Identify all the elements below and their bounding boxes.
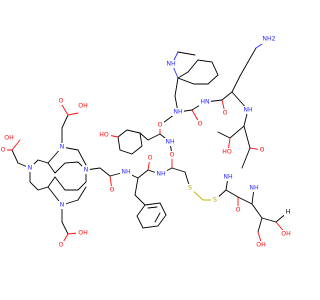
nh2-label: NH2 [262, 36, 275, 43]
ho-label: HO [222, 149, 232, 156]
n-label: N [60, 144, 65, 151]
nh-label: NH [223, 174, 233, 181]
sulfur-label: S [213, 197, 217, 204]
amide-linker [85, 167, 126, 191]
o-label: O [59, 242, 64, 249]
oh-label: OH [256, 242, 266, 249]
o-label: O [236, 207, 241, 214]
o-label: O [1, 147, 6, 154]
tyrosine-residue [107, 124, 173, 156]
h-label: H [286, 209, 291, 216]
oh-label: OH [78, 230, 88, 237]
o-label: O [110, 187, 115, 194]
oh-label: OH [78, 103, 88, 110]
acid-arm-left [3, 139, 31, 169]
nh-label: NH [249, 185, 259, 192]
cysteine-disulfide [159, 154, 239, 211]
o-label: O [59, 98, 64, 105]
oh-label: OH [4, 135, 14, 142]
n-label: N [28, 165, 33, 172]
molecule-structure: OH O OH O OH O N N N N O NH O NH S S O N… [0, 34, 293, 249]
threonine-residue [217, 109, 263, 169]
nh-label: NH [173, 109, 183, 116]
acid-arm-bottom [61, 204, 79, 245]
n-label: N [84, 167, 89, 174]
nh-label: NH [243, 107, 253, 114]
sulfur-label: S [188, 185, 192, 192]
macrocycle-ring [29, 146, 87, 206]
o-label: O [198, 121, 203, 128]
o-label: O [260, 147, 265, 154]
hn-label: HN [200, 99, 210, 106]
ho-label: HO [99, 132, 109, 139]
nh-label: NH [156, 171, 166, 178]
o-label: O [158, 122, 163, 129]
oh-label: OH [281, 231, 291, 238]
indole-nh-label: NH [166, 61, 176, 68]
o-label: O [148, 155, 153, 162]
nh-label: NH [165, 139, 175, 146]
o-label: O [170, 152, 175, 159]
nh-label: NH [121, 169, 131, 176]
o-label: O [223, 110, 228, 117]
n-label: N [60, 202, 65, 209]
acid-arm-top [61, 104, 79, 148]
atom-labels: OH O OH O OH O N N N N O NH O NH S S O N… [0, 34, 293, 249]
lysine-residue [204, 39, 269, 114]
threoninol-end [237, 187, 289, 246]
